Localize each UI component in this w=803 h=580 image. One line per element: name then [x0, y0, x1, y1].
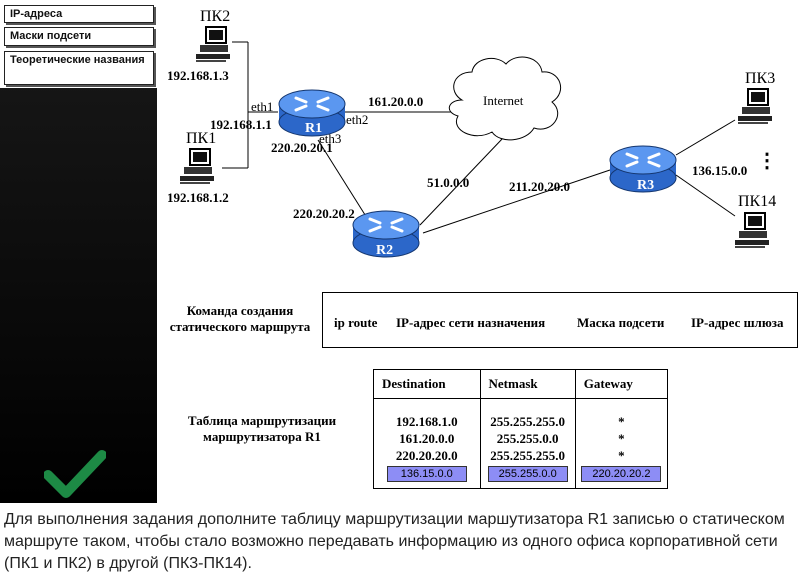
command-dest-network: IP-адрес сети назначения: [396, 315, 546, 330]
command-gateway: IP-адрес шлюза: [691, 315, 784, 330]
answer-row: 136.15.0.0 255.255.0.0 220.20.20.2: [373, 464, 669, 489]
table-row: 161.20.0.0 255.255.0.0 *: [373, 430, 669, 447]
network-211-label: 211.20.20.0: [509, 179, 571, 194]
eth2-label: eth2: [346, 112, 369, 127]
pc-1-ip: 192.168.1.2: [167, 190, 229, 205]
network-161-label: 161.20.0.0: [368, 94, 424, 109]
header-destination: Destination: [373, 369, 481, 399]
command-ip-route: ip route: [334, 315, 378, 330]
row-destination: 161.20.0.0: [373, 430, 481, 447]
table-row: 220.20.20.0 255.255.255.0 *: [373, 447, 669, 464]
pc-3-name: ПК3: [745, 70, 776, 87]
row-destination: 192.168.1.0: [373, 413, 481, 430]
r1-eth1-ip: 192.168.1.1: [210, 117, 272, 132]
pc-2-ip: 192.168.1.3: [167, 68, 229, 83]
answer-gateway-field[interactable]: 220.20.20.2: [581, 466, 662, 482]
internet-label: Internet: [483, 93, 524, 108]
header-netmask: Netmask: [479, 369, 576, 399]
row-destination: 220.20.20.0: [373, 447, 481, 464]
command-box: [322, 292, 798, 348]
router-r2-label: R2: [376, 243, 394, 258]
nav-ip-addresses-button[interactable]: IP-адреса: [4, 5, 154, 23]
row-gateway: *: [574, 430, 669, 447]
pc-2-icon: [196, 26, 230, 62]
row-netmask: 255.255.255.0: [479, 447, 576, 464]
answer-destination-field[interactable]: 136.15.0.0: [386, 466, 467, 482]
r1-eth3-ip: 220.20.20.1: [271, 140, 333, 155]
pc-1-icon: [180, 148, 214, 184]
checkmark-icon: [44, 450, 106, 498]
table-row: 192.168.1.0 255.255.255.0 *: [373, 413, 669, 430]
network-136-label: 136.15.0.0: [692, 163, 748, 178]
task-description: Для выполнения задания дополните таблицу…: [4, 511, 785, 572]
pc-14-icon: [735, 212, 769, 248]
internet-cloud-icon: [448, 56, 562, 141]
command-subnet-mask: Маска подсети: [577, 315, 665, 330]
header-gateway: Gateway: [574, 369, 669, 399]
command-title: Команда создания статического маршрута: [169, 303, 311, 334]
row-gateway: *: [574, 447, 669, 464]
eth3-label: eth3: [319, 131, 342, 146]
row-netmask: 255.255.255.0: [479, 413, 576, 430]
routing-table: Destination Netmask Gateway 192.168.1.0 …: [373, 369, 669, 489]
row-netmask: 255.255.0.0: [479, 430, 576, 447]
nav-theory-names-button[interactable]: Теоретические названия: [4, 51, 154, 85]
router-r1-icon: [278, 89, 346, 137]
network-51-label: 51.0.0.0: [427, 175, 470, 190]
more-pcs-ellipsis: ⋮: [757, 150, 777, 172]
nav-subnet-masks-button[interactable]: Маски подсети: [4, 27, 154, 46]
network-links: [222, 41, 736, 234]
r2-ip-label: 220.20.20.2: [293, 206, 355, 221]
pc-1-name: ПК1: [186, 130, 217, 147]
answer-netmask-field[interactable]: 255.255.0.0: [487, 466, 568, 482]
eth1-label: eth1: [251, 99, 274, 114]
routing-table-title: Таблица маршрутизации маршрутизатора R1: [187, 413, 337, 444]
pc-3-icon: [738, 88, 772, 124]
pc-14-name: ПК14: [738, 193, 777, 210]
router-r3-label: R3: [637, 178, 655, 193]
router-r1-label: R1: [305, 121, 323, 136]
row-gateway: *: [574, 413, 669, 430]
router-r3-icon: [609, 145, 677, 193]
pc-2-name: ПК2: [200, 8, 231, 25]
router-r2-icon: [352, 210, 420, 258]
